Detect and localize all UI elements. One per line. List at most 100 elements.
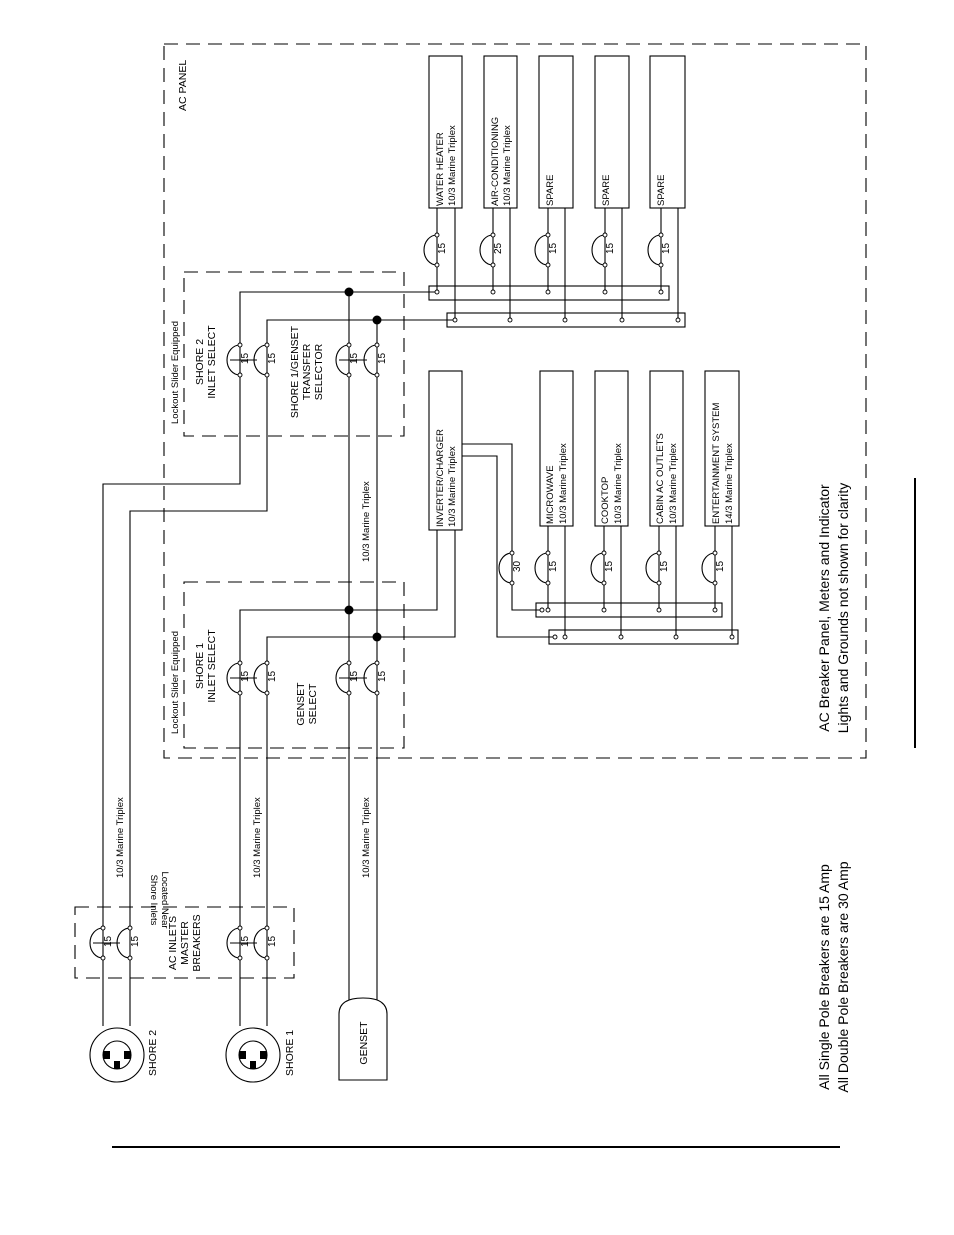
svg-text:15: 15 [377,670,388,682]
svg-text:15: 15 [240,352,251,364]
load-box-spare-2 [594,55,630,209]
load-cable: 14/3 Marine Triplex [724,443,735,524]
load-box-cooktop [594,370,629,527]
breaker-symbol: 15 [591,232,616,268]
load-name: COOKTOP [600,477,611,524]
shore2-lockout-note: Lockout Slider Equipped [170,321,181,424]
inverter-feed-b [377,530,456,638]
transfer-selector-label: TRANSFER [301,343,313,400]
breaker-symbol: 15 [701,550,726,586]
load-cable: 10/3 Marine Triplex [668,443,679,524]
svg-text:15: 15 [605,242,616,254]
svg-text:15: 15 [267,935,278,947]
breaker-symbol: 15 [335,660,360,696]
inverter-out-b [462,455,555,638]
load-name: WATER HEATER [435,132,446,206]
load-box-air-conditioning [483,55,518,209]
svg-text:15: 15 [267,670,278,682]
svg-text:15: 15 [267,352,278,364]
shore2-source-label: SHORE 2 [147,1030,159,1076]
shore2-select-label: SHORE 2 [194,339,206,385]
breaker-symbol: 15 [253,660,278,696]
ac-panel-title: AC PANEL [177,60,189,111]
svg-text:15: 15 [103,935,114,947]
cable-label-shore2: 10/3 Marine Triplex [115,797,126,878]
genset-box [338,997,388,1081]
breaker-symbol: 15 [647,232,672,268]
shore2-select-label: INLET SELECT [206,325,218,399]
cable-label-shore1: 10/3 Marine Triplex [252,797,263,878]
genset-source-label: GENSET [358,1021,370,1065]
breaker-symbol: 15 [116,925,141,961]
bus-taps [434,289,735,640]
cable-label-genset-upper: 10/3 Marine Triplex [361,481,372,562]
svg-text:15: 15 [548,560,559,572]
svg-text:15: 15 [659,560,670,572]
svg-text:15: 15 [437,242,448,254]
breaker-note: All Single Pole Breakers are 15 Amp [816,864,832,1090]
genset-select-label: SELECT [307,683,319,724]
shore1-wire-a [239,609,349,1026]
ac-panel-frame [163,43,867,759]
cable-label-genset: 10/3 Marine Triplex [361,797,372,878]
svg-text:15: 15 [349,352,360,364]
load-box-spare-3 [649,55,686,209]
svg-text:30: 30 [512,560,523,572]
inverter-out-a [462,443,542,611]
breaker-symbol: 15 [335,342,360,378]
shore2-inlet-icon [89,1027,145,1083]
svg-text:25: 25 [493,242,504,254]
shore1-inlet-icon [225,1027,281,1083]
load-box-microwave [539,370,574,527]
breaker-symbol: 15 [226,660,251,696]
load-cable: 10/3 Marine Triplex [447,125,458,206]
svg-text:15: 15 [377,352,388,364]
breaker-symbol: 15 [363,342,388,378]
shore1-select-frame [183,581,405,749]
breaker-symbol: 15 [253,342,278,378]
load-box-cabin-ac-outlets [649,370,684,527]
junction-dot [372,315,382,325]
breaker-symbol: 15 [534,232,559,268]
shore1-select-label: INLET SELECT [206,629,218,703]
breaker-symbol: 25 [479,232,504,268]
inverter-name: INVERTER/CHARGER [435,429,446,527]
load-box-spare-1 [538,55,574,209]
panel-note: AC Breaker Panel, Meters and Indicator [816,484,832,732]
ac-inlets-label: BREAKERS [191,914,203,971]
svg-text:15: 15 [548,242,559,254]
breaker-symbol: 30 [498,550,523,586]
breaker-symbol: 15 [590,550,615,586]
load-name: SPARE [601,174,612,206]
bottom-load-wires [547,526,733,637]
shore2-wire-a [102,291,437,1026]
bottom-bus-bar-1 [535,602,723,618]
svg-text:15: 15 [661,242,672,254]
transfer-selector-label: SELECTOR [313,343,325,400]
load-box-inverter-charger [428,370,463,531]
breaker-symbol: 15 [534,550,559,586]
breaker-symbol: 15 [89,925,114,961]
breaker-symbol: 15 [645,550,670,586]
shore1-select-label: SHORE 1 [194,643,206,689]
ac-inlets-label: AC INLETS [167,916,179,970]
load-name: CABIN AC OUTLETS [655,433,666,524]
load-cable: 10/3 Marine Triplex [613,443,624,524]
ac-inlets-note: Located Near [159,871,170,928]
shore1-source-label: SHORE 1 [284,1030,296,1076]
breaker-symbol: 15 [363,660,388,696]
svg-text:15: 15 [240,935,251,947]
shore2-select-frame [183,271,405,437]
load-name: MICROWAVE [545,465,556,524]
breaker-symbol: 15 [253,925,278,961]
bottom-bus-bar-2 [548,629,739,645]
shore1-wire-b [266,636,377,1026]
svg-text:15: 15 [240,670,251,682]
breaker-symbol: 15 [226,342,251,378]
shore1-lockout-note: Lockout Slider Equipped [170,631,181,734]
ac-inlets-label: MASTER [179,921,191,965]
inverter-feed-a [349,530,438,611]
load-name: AIR-CONDITIONING [490,117,501,206]
load-name: ENTERTAINMENT SYSTEM [711,403,722,524]
